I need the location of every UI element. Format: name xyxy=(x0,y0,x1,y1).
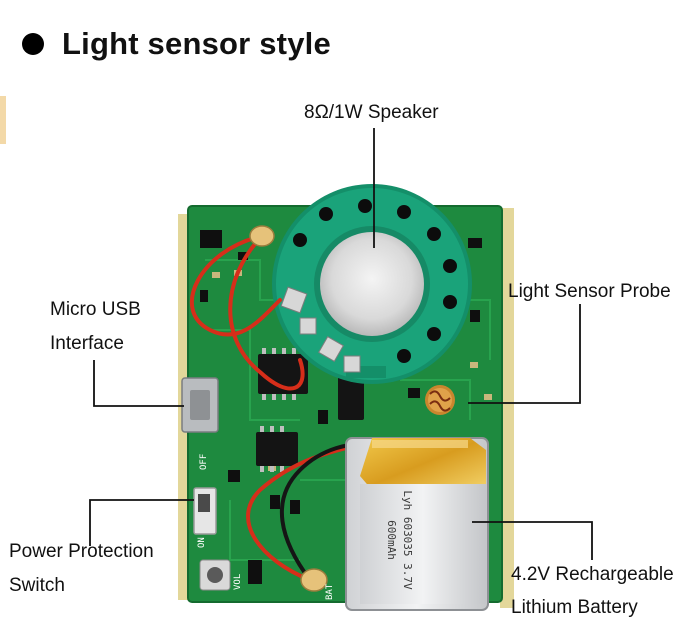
smd-components xyxy=(200,230,482,584)
power-switch xyxy=(193,487,217,535)
speaker xyxy=(272,184,472,384)
battery-print-model: Lyh 603035 3.7V xyxy=(401,490,414,590)
bullet-icon xyxy=(22,33,44,55)
label-micro-usb-1: Micro USB xyxy=(50,299,141,320)
label-speaker: 8Ω/1W Speaker xyxy=(304,102,439,123)
lithium-battery: Lyh 603035 3.7V 600mAh xyxy=(345,437,489,611)
section-heading: Light sensor style xyxy=(22,22,331,66)
silk-bat: BAT xyxy=(325,583,335,600)
label-power-1: Power Protection xyxy=(9,541,154,562)
silk-vol: VOL xyxy=(233,574,243,590)
label-light-sensor: Light Sensor Probe xyxy=(508,281,671,302)
solder-joints xyxy=(249,225,328,592)
silk-on: ON xyxy=(197,537,207,548)
ic-chips xyxy=(256,348,364,472)
light-sensor-probe xyxy=(425,385,455,415)
edge-decoration xyxy=(0,96,6,144)
vol-button xyxy=(199,559,231,591)
micro-usb-port xyxy=(181,377,219,433)
label-micro-usb-2: Interface xyxy=(50,333,124,354)
battery-print-capacity: 600mAh xyxy=(385,520,398,560)
silk-off: OFF xyxy=(199,454,209,470)
heading-title: Light sensor style xyxy=(62,26,331,61)
board-edge-right xyxy=(500,208,514,608)
callout-lines xyxy=(89,128,593,560)
speaker-terminals xyxy=(280,286,361,373)
label-battery-1: 4.2V Rechargeable xyxy=(511,564,674,585)
label-battery-2: Lithium Battery xyxy=(511,597,638,618)
label-power-2: Switch xyxy=(9,575,65,596)
